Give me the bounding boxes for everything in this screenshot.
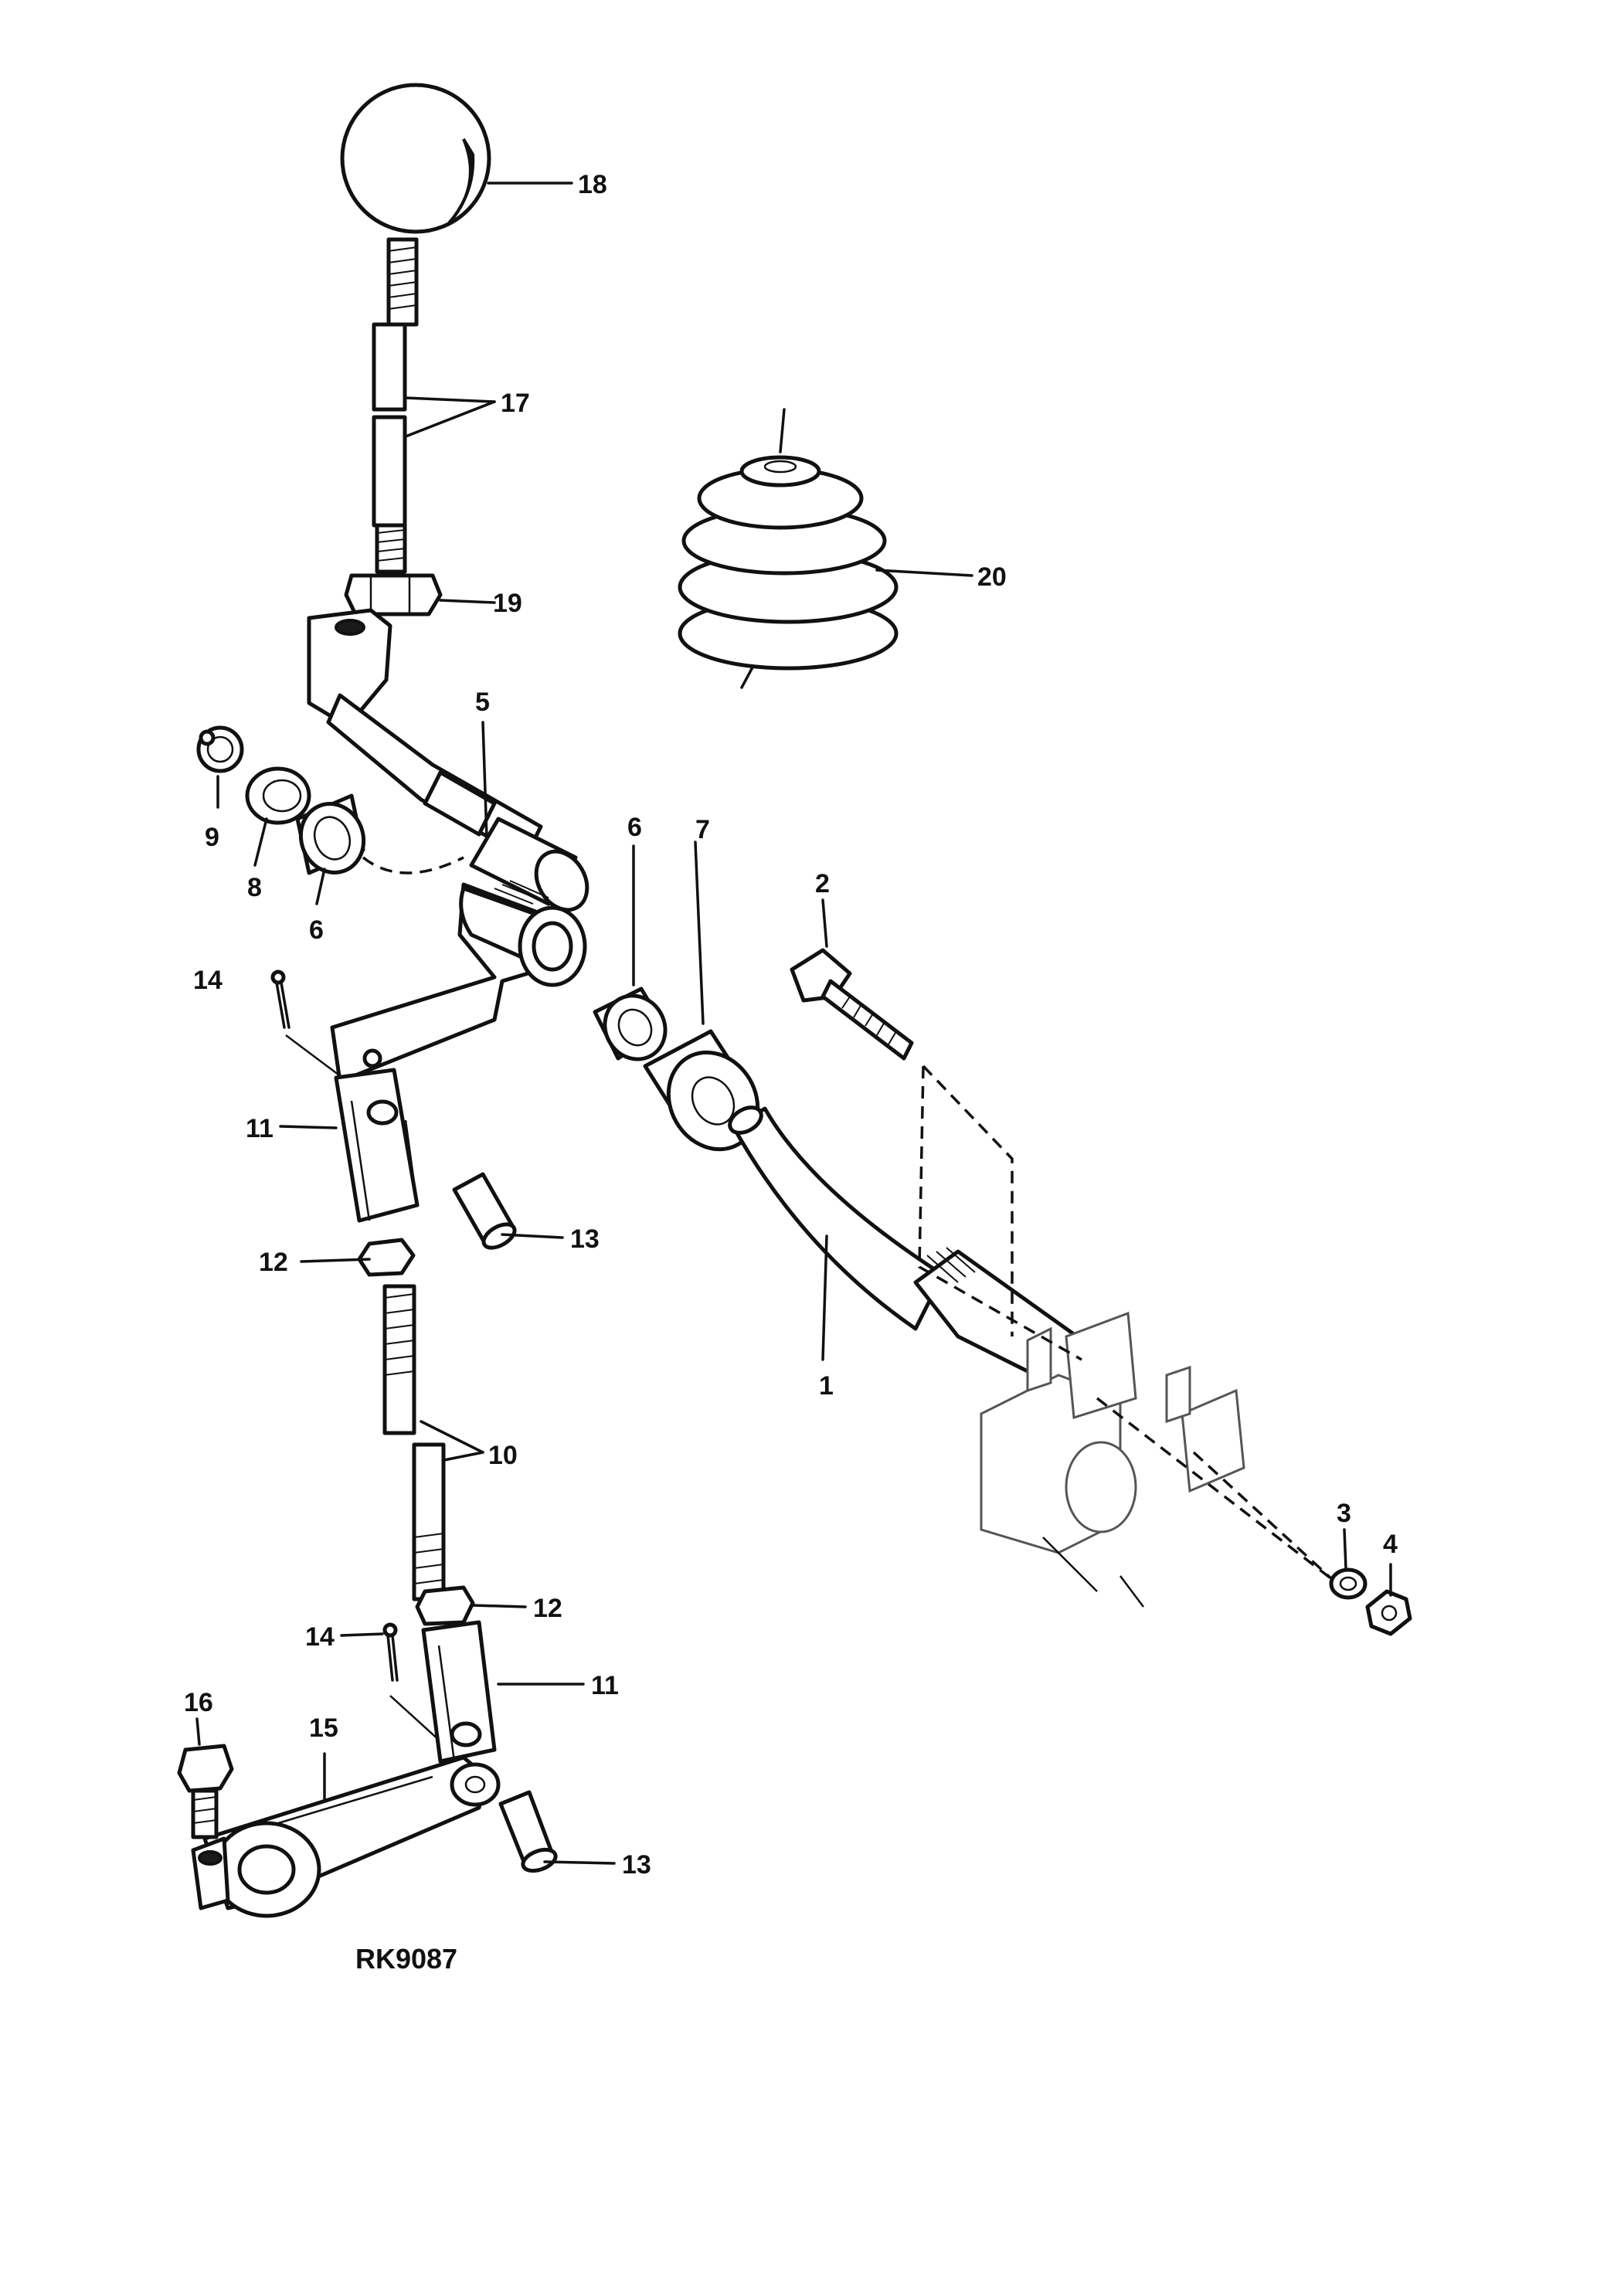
callout-4: 4 [1383,1530,1398,1559]
callout-13-upper: 13 [570,1224,600,1254]
spring-washer [1329,1567,1367,1600]
bolt [790,948,914,1061]
clevis-pin-lower [498,1790,558,1873]
callout-20: 20 [977,562,1007,592]
callout-5: 5 [475,688,490,717]
callout-3: 3 [1337,1499,1351,1528]
clevis-upper [334,1068,420,1223]
callout-16: 16 [184,1688,213,1717]
callout-15: 15 [309,1713,338,1743]
callout-18: 18 [578,170,607,199]
callout-17: 17 [501,389,530,418]
cross-shaft-bracket [330,880,587,1084]
callout-11-upper: 11 [246,1114,273,1143]
callout-12-upper: 12 [259,1248,288,1277]
split-pin-upper [270,970,348,1082]
callout-11-lower: 11 [591,1671,619,1700]
callout-13-lower: 13 [622,1850,651,1880]
locknut-upper [357,1238,416,1277]
callout-6-right: 6 [627,813,642,842]
callout-9: 9 [205,823,219,852]
bush-right [593,987,668,1061]
callout-6-left: 6 [309,915,324,945]
clevis-lower [421,1620,497,1764]
leader-lines [195,182,1392,1865]
hex-nut [1365,1589,1412,1636]
clevis-pin-upper [452,1172,517,1250]
callout-14-lower: 14 [305,1622,335,1652]
callout-2: 2 [815,869,830,898]
circlip [196,725,244,773]
washer [245,766,311,825]
hex-bolt-lower [177,1744,234,1839]
callout-1: 1 [819,1371,834,1401]
diagram-reference-code: RK9087 [355,1943,457,1975]
rubber-gaiter [678,408,899,689]
callout-19: 19 [493,589,522,618]
callout-8: 8 [247,873,262,902]
adjuster-rod [382,1284,446,1601]
callout-14-upper: 14 [193,966,223,995]
callout-7: 7 [695,815,710,844]
callout-10: 10 [488,1441,518,1470]
gearbox-housing-outline [980,1311,1245,1608]
lever-locknut [344,573,443,616]
bush-left [295,793,366,875]
lower-lever [307,608,589,912]
lever-arm [191,1755,501,1918]
locknut-lower [415,1585,475,1626]
upper-lever-rod [372,237,419,574]
callout-12-lower: 12 [533,1594,562,1623]
gear-knob [340,83,491,234]
